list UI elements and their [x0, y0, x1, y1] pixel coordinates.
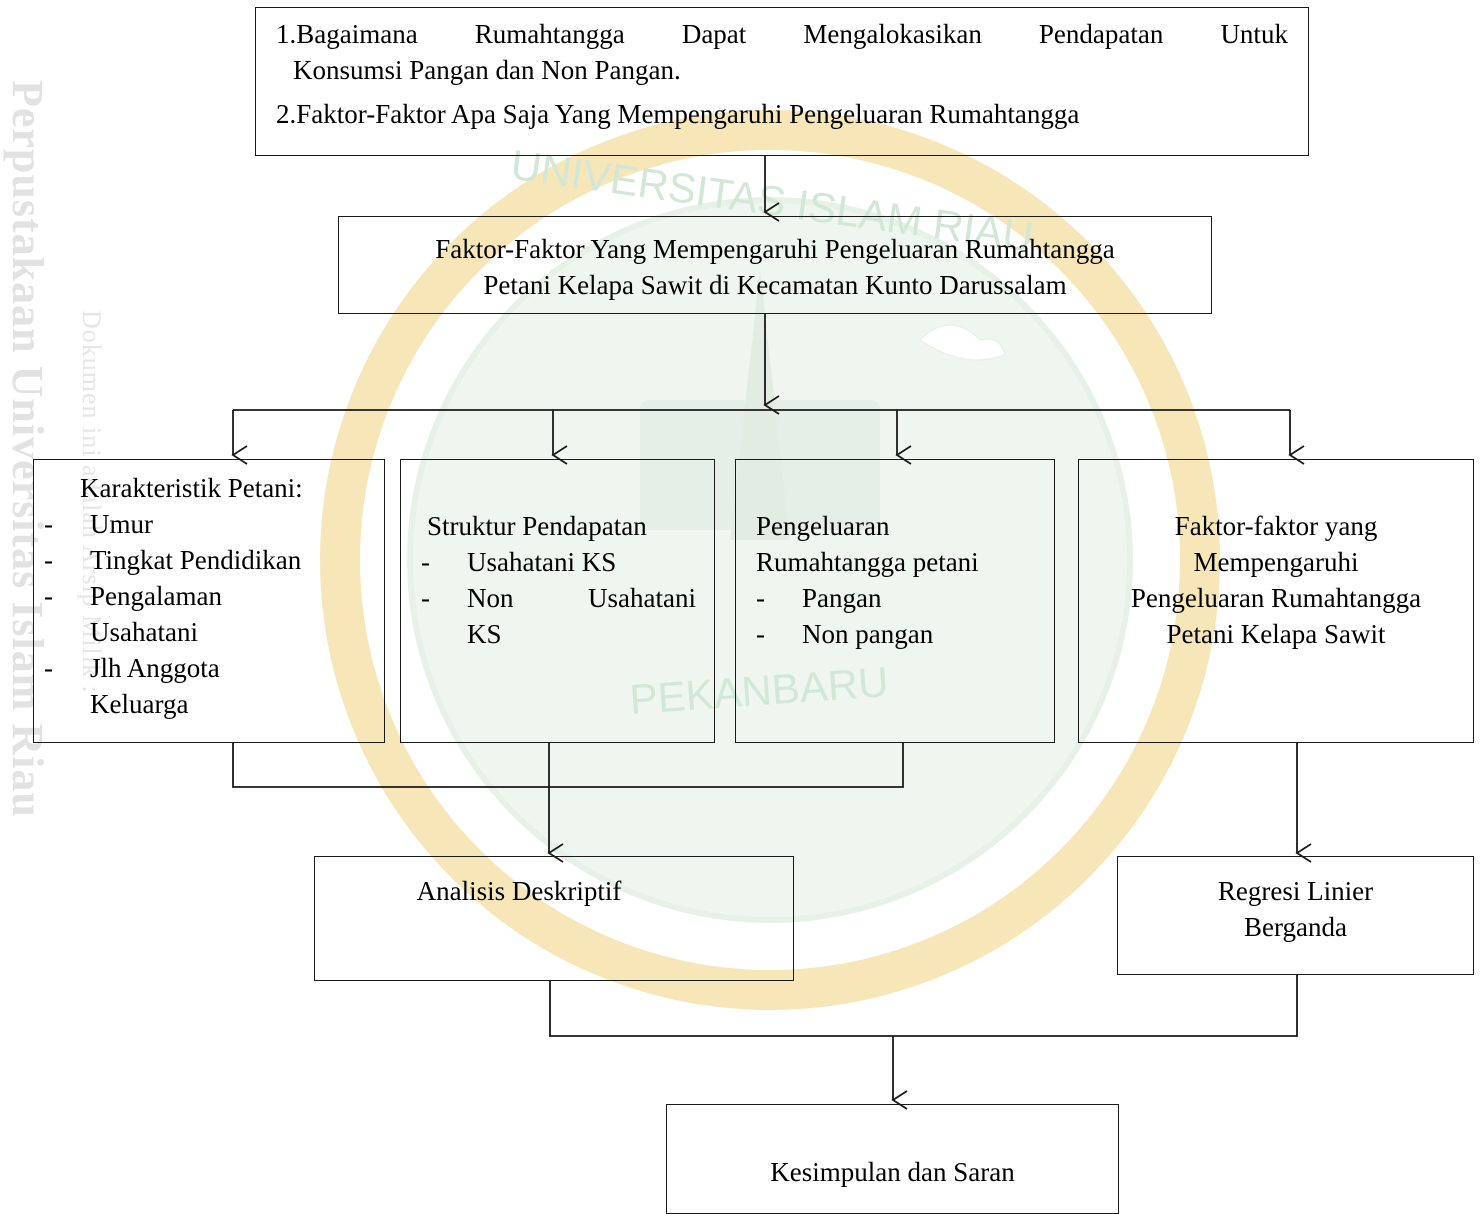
bullet-dash: - — [756, 619, 765, 649]
karakteristik-item: Keluarga — [90, 689, 189, 719]
regresi-line: Regresi Linier — [1217, 876, 1374, 906]
problem-line-2: Konsumsi Pangan dan Non Pangan. — [293, 55, 681, 85]
karakteristik-item: Pengalaman — [90, 581, 222, 611]
pengeluaran-title-1: Pengeluaran — [756, 511, 890, 541]
bullet-dash: - — [44, 653, 53, 683]
seal-ring — [320, 110, 1220, 1010]
struktur-item-word: KS — [467, 619, 502, 649]
faktor-line: Pengeluaran Rumahtangga — [1130, 583, 1422, 613]
bullet-dash: - — [44, 509, 53, 539]
bullet-dash: - — [421, 583, 430, 613]
list-item: - Umur — [44, 506, 384, 542]
research-topic-line-1: Faktor-Faktor Yang Mempengaruhi Pengelua… — [435, 234, 1115, 264]
struktur-title: Struktur Pendapatan — [427, 511, 647, 541]
pengeluaran-title-2: Rumahtangga petani — [756, 547, 979, 577]
struktur-item-word: Usahatani — [588, 583, 696, 613]
analisis-label: Analisis Deskriptif — [416, 876, 622, 906]
problem-word: Pendapatan — [1038, 19, 1164, 49]
list-item: - Tingkat Pendidikan — [44, 542, 384, 578]
pengeluaran-item: Non pangan — [802, 619, 934, 649]
karakteristik-item: Usahatani — [90, 617, 198, 647]
struktur-item: Usahatani KS — [467, 547, 617, 577]
list-item: - Non Usahatani — [421, 580, 696, 616]
faktor-line: Mempengaruhi — [1193, 547, 1359, 577]
regresi-box: Regresi Linier Berganda — [1117, 856, 1474, 975]
bullet-dash: - — [44, 581, 53, 611]
problem-line-1: 1.Bagaimana Rumahtangga Dapat Mengalokas… — [276, 16, 1288, 52]
karakteristik-box: Karakteristik Petani: - Umur - Tingkat P… — [33, 459, 385, 743]
struktur-item: Non Usahatani — [467, 580, 696, 616]
karakteristik-item: Jlh Anggota — [90, 653, 220, 683]
karakteristik-item: Umur — [90, 509, 153, 539]
research-topic-box: Faktor-Faktor Yang Mempengaruhi Pengelua… — [338, 216, 1212, 314]
list-item: - Pengalaman — [44, 578, 384, 614]
list-item-continued: Usahatani — [44, 614, 384, 650]
karakteristik-item: Tingkat Pendidikan — [90, 545, 302, 575]
problem-word: Rumahtangga — [474, 19, 625, 49]
list-item-continued: KS — [421, 616, 696, 652]
regresi-line: Berganda — [1244, 912, 1347, 942]
problem-word: Dapat — [681, 19, 747, 49]
bullet-dash: - — [44, 545, 53, 575]
list-item: - Non pangan — [756, 616, 1046, 652]
faktor-line: Petani Kelapa Sawit — [1166, 619, 1386, 649]
problem-word: 1.Bagaimana — [276, 19, 418, 49]
merge-three-boxes — [232, 743, 904, 788]
problem-word: Untuk — [1220, 19, 1288, 49]
list-item: - Usahatani KS — [421, 544, 696, 580]
list-item: - Pangan — [756, 580, 1046, 616]
faktor-line: Faktor-faktor yang — [1174, 511, 1378, 541]
kesimpulan-label: Kesimpulan dan Saran — [770, 1157, 1015, 1187]
list-item: - Jlh Anggota — [44, 650, 384, 686]
list-item-continued: Keluarga — [44, 686, 384, 722]
pengeluaran-item: Pangan — [802, 583, 882, 613]
analisis-box: Analisis Deskriptif — [314, 856, 794, 981]
merge-analysis-boxes — [549, 975, 1298, 1037]
struktur-box: Struktur Pendapatan - Usahatani KS - Non… — [400, 459, 715, 743]
pengeluaran-box: Pengeluaran Rumahtangga petani - Pangan … — [735, 459, 1055, 743]
kesimpulan-box: Kesimpulan dan Saran — [666, 1104, 1119, 1214]
problem-line-3: 2.Faktor-Faktor Apa Saja Yang Mempengaru… — [276, 99, 1080, 129]
bullet-dash: - — [421, 547, 430, 577]
watermark-side-title: Perpustakaan Universitas Islam Riau — [3, 80, 52, 818]
karakteristik-title: Karakteristik Petani: — [80, 473, 303, 503]
bullet-dash: - — [756, 583, 765, 613]
seal-emblem — [640, 270, 1006, 540]
research-topic-line-2: Petani Kelapa Sawit di Kecamatan Kunto D… — [483, 270, 1067, 300]
watermark-side-subtitle: Dokumen ini adalah Arsip Milik : — [77, 310, 106, 694]
faktor-box: Faktor-faktor yang Mempengaruhi Pengelua… — [1078, 459, 1474, 743]
problem-box: 1.Bagaimana Rumahtangga Dapat Mengalokas… — [255, 7, 1309, 156]
struktur-item-word: Non — [467, 583, 514, 613]
problem-word: Mengalokasikan — [803, 19, 982, 49]
